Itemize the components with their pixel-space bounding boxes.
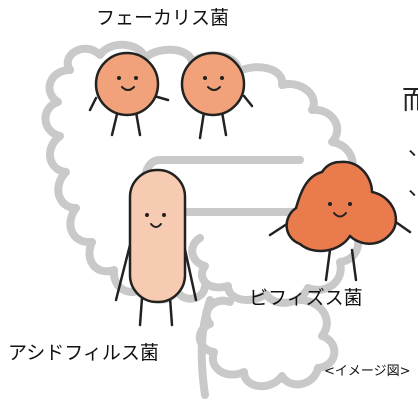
faecalis-face-1 — [117, 76, 138, 91]
faecalis-face-2 — [203, 76, 224, 91]
acidophilus-label: アシドフィルス菌 — [8, 342, 159, 364]
edge-text-1: 而 — [402, 86, 418, 116]
faecalis-label: フェーカリス菌 — [96, 7, 230, 29]
intestine-lower-wall — [197, 296, 214, 399]
faecalis-bacterium-1 — [88, 51, 170, 137]
image-note-label: <イメージ図> — [324, 364, 411, 379]
edge-text-3: 、 — [408, 178, 418, 200]
faecalis-bacterium-2 — [180, 51, 254, 140]
acidophilus-face — [145, 213, 166, 228]
edge-text-2: 、 — [408, 138, 418, 160]
bifidus-bacterium — [268, 160, 412, 282]
bifidus-face — [328, 202, 352, 218]
intestine-rectum-loop — [196, 296, 339, 390]
acidophilus-bacterium — [114, 168, 198, 327]
bifidus-label: ビフィズス菌 — [249, 287, 363, 309]
intestine-outer-loop-right — [63, 40, 364, 307]
